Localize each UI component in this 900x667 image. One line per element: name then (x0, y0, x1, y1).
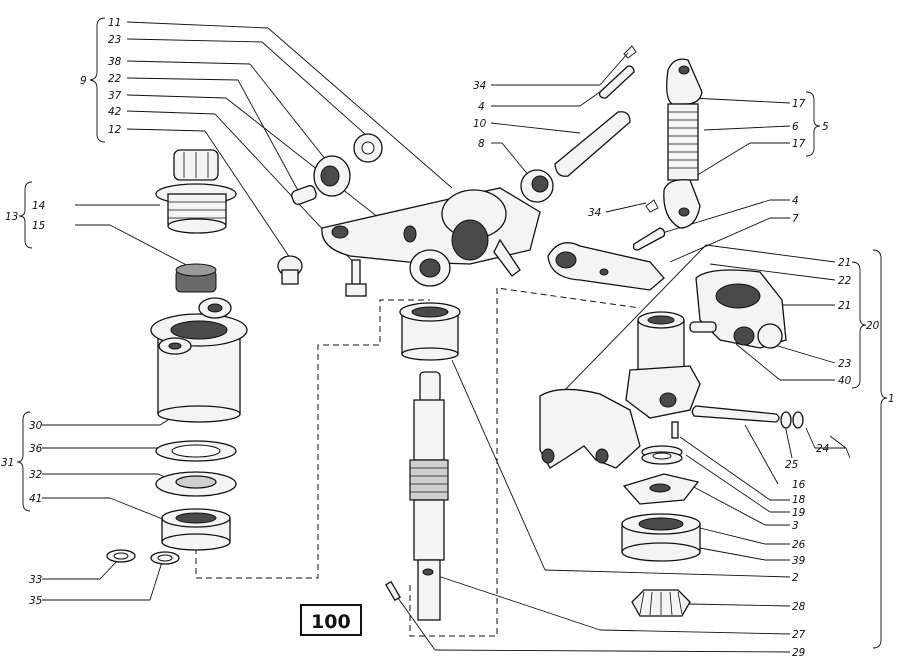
cotter-pin-part (623, 45, 637, 59)
callout-11: 11 (108, 17, 121, 29)
callout-labels: 11 23 38 22 37 42 12 9 14 15 13 30 36 32… (1, 17, 895, 659)
callout-2: 2 (792, 572, 799, 584)
callout-3: 3 (792, 520, 799, 532)
cover-part (155, 471, 237, 497)
callout-40: 40 (838, 375, 852, 387)
callout-7: 7 (792, 213, 799, 225)
assembly-guides (195, 287, 641, 637)
yoke-part (689, 269, 787, 349)
bolt-part (345, 259, 367, 297)
callout-15: 15 (32, 220, 46, 232)
lever-part (547, 242, 665, 291)
callout-29: 29 (792, 647, 806, 659)
shaft-part (691, 405, 780, 423)
callout-23: 23 (838, 358, 851, 370)
callout-34: 34 (473, 80, 486, 92)
gasket-part (155, 440, 237, 462)
callout-21: 21 (838, 300, 851, 312)
spring-washer-part (641, 445, 683, 465)
bearing-part (161, 508, 231, 551)
washer-part (780, 411, 792, 429)
spring-part (667, 103, 699, 181)
callout-33: 33 (29, 574, 42, 586)
plug-part (155, 149, 237, 234)
callout-22: 22 (108, 73, 122, 85)
callout-5: 5 (822, 121, 829, 133)
callout-30: 30 (29, 420, 43, 432)
callout-17: 17 (792, 138, 806, 150)
callout-1: 1 (888, 393, 895, 405)
callout-13: 13 (5, 211, 18, 223)
figure-number-box: 100 (300, 604, 362, 636)
callout-21: 21 (838, 257, 851, 269)
callout-18: 18 (792, 494, 806, 506)
felt-part (175, 263, 217, 293)
callout-26: 26 (792, 539, 806, 551)
pin-part (291, 185, 317, 205)
bearing-part (621, 513, 701, 562)
callout-12: 12 (108, 124, 122, 136)
callout-19: 19 (792, 507, 806, 519)
bevel-gear-part (631, 589, 691, 617)
roller-part (313, 155, 351, 197)
figure-number: 100 (311, 611, 351, 633)
spring-plate-part (663, 179, 701, 229)
clip-part (792, 411, 804, 429)
callout-4: 4 (792, 195, 799, 207)
callout-35: 35 (29, 595, 43, 607)
group-brackets (16, 17, 888, 649)
callout-34: 34 (588, 207, 601, 219)
callout-6: 6 (792, 121, 799, 133)
callout-10: 10 (473, 118, 487, 130)
fork-housing-part (539, 311, 701, 469)
callout-14: 14 (32, 200, 45, 212)
callout-9: 9 (80, 75, 87, 87)
callout-31: 31 (1, 457, 14, 469)
callout-32: 32 (29, 469, 43, 481)
callout-17: 17 (792, 98, 806, 110)
cotter-pin-part (645, 199, 659, 213)
callout-41: 41 (29, 493, 42, 505)
callout-25: 25 (785, 459, 799, 471)
housing-part (150, 297, 248, 423)
pin-part (671, 421, 679, 439)
pin-part (598, 65, 635, 99)
spring-plate-part (666, 58, 703, 105)
leader-lines (42, 21, 851, 653)
callout-24: 24 (816, 443, 829, 455)
long-pin-part (554, 111, 631, 177)
gear-shaft-part (409, 371, 449, 621)
callout-16: 16 (792, 479, 806, 491)
callout-42: 42 (108, 106, 122, 118)
callout-38: 38 (108, 56, 122, 68)
callout-20: 20 (866, 320, 880, 332)
bushing-part (520, 169, 554, 203)
sleeve-part (399, 302, 461, 361)
callout-39: 39 (792, 555, 806, 567)
pin-part (385, 580, 401, 602)
callout-28: 28 (792, 601, 806, 613)
callout-36: 36 (29, 443, 43, 455)
lever-part (321, 187, 541, 287)
screw-part (277, 255, 303, 285)
pin-part (632, 227, 666, 251)
callout-4: 4 (478, 101, 485, 113)
ring-part (353, 133, 383, 163)
callout-23: 23 (108, 34, 121, 46)
callout-27: 27 (792, 629, 806, 641)
callout-22: 22 (838, 275, 852, 287)
callout-37: 37 (108, 90, 122, 102)
callout-8: 8 (478, 138, 485, 150)
